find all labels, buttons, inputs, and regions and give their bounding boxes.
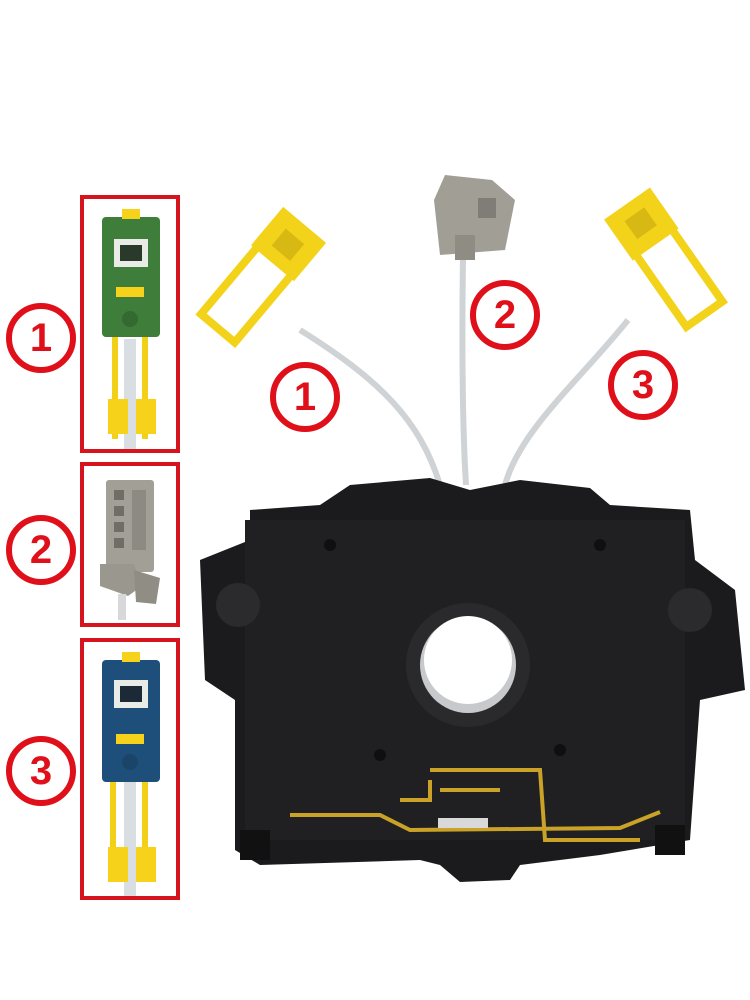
green-connector-icon <box>102 209 160 449</box>
blue-connector-icon <box>102 652 160 896</box>
gray-connector-icon <box>100 480 160 620</box>
gray-connector-2 <box>434 175 515 260</box>
number-label-left-1: 1 <box>6 303 76 373</box>
number-label-connector-2: 2 <box>470 280 540 350</box>
detail-box-1 <box>80 195 180 453</box>
number-label-connector-3: 3 <box>608 350 678 420</box>
yellow-connector-1 <box>195 206 327 349</box>
number-label-left-2: 2 <box>6 515 76 585</box>
number-label-connector-1: 1 <box>270 362 340 432</box>
yellow-connector-3 <box>604 187 729 333</box>
clockspring-body <box>200 478 745 882</box>
detail-box-2 <box>80 462 180 627</box>
detail-box-3 <box>80 638 180 900</box>
number-label-left-3: 3 <box>6 736 76 806</box>
